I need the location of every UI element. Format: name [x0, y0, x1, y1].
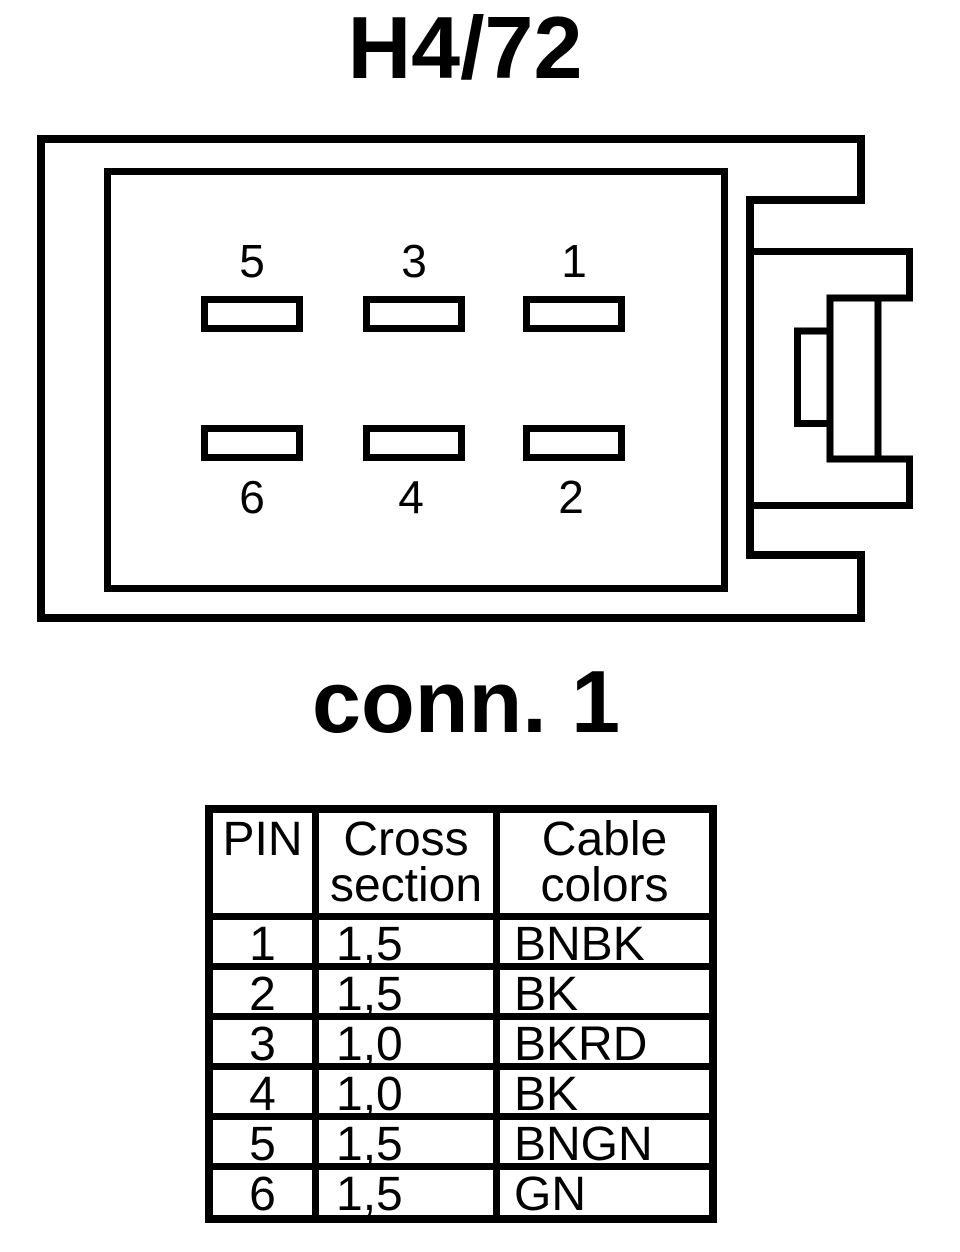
table-row-6-cable-color: GN: [514, 1168, 586, 1221]
table-row-4-cross-section: 1,0: [319, 1070, 500, 1120]
connector-body-outline: [37, 135, 865, 622]
pin-label-3: 3: [401, 235, 427, 287]
table-row-3-cross-section: 1,0: [319, 1020, 500, 1070]
table-row-6-pin: 6: [213, 1170, 319, 1219]
table-row-4-pin: 4: [213, 1070, 319, 1120]
pin-slot-6: [201, 425, 303, 461]
pin-slot-1: [523, 296, 625, 332]
diagram-title: H4/72: [347, 0, 583, 97]
table-row-5-cable-color: BNGN: [500, 1120, 709, 1170]
pin-slot-4: [363, 425, 465, 461]
connector-caption: conn. 1: [312, 652, 621, 751]
pin-label-6: 6: [239, 471, 265, 523]
latch-inner-tab: [794, 327, 830, 427]
column-header-cable-colors: Cable colors: [500, 813, 709, 920]
connector-inner-face: [104, 168, 728, 592]
pin-label-2: 2: [558, 471, 584, 523]
table-row-5-cross-section: 1,5: [319, 1120, 500, 1170]
table-row-5-pin: 5: [213, 1120, 319, 1170]
latch-outline: [750, 248, 913, 509]
pinout-table: PIN Cross section Cable colors 1 1,5 BNB…: [205, 805, 717, 1223]
table-row-1-pin: 1: [213, 920, 319, 970]
pin-slot-2: [523, 425, 625, 461]
pin-slot-5: [201, 296, 303, 332]
pin-slot-3: [363, 296, 465, 332]
table-row-1-cable-color: BNBK: [500, 920, 709, 970]
table-row-3-cable-color: BKRD: [500, 1020, 709, 1070]
pin-label-1: 1: [561, 235, 587, 287]
table-row-1-cross-section: 1,5: [319, 920, 500, 970]
connector-drawing: [37, 135, 913, 622]
table-row-2-cable-color: BK: [500, 970, 709, 1020]
table-row-2-cross-section: 1,5: [319, 970, 500, 1020]
column-header-pin: PIN: [213, 813, 319, 920]
pin-label-4: 4: [398, 471, 424, 523]
column-header-cross-section: Cross section: [319, 813, 500, 920]
table-row-2-pin: 2: [213, 970, 319, 1020]
pin-label-5: 5: [239, 235, 265, 287]
table-row-3-pin: 3: [213, 1020, 319, 1070]
table-row-6-cross-section: 1,5: [319, 1170, 500, 1219]
table-row-4-cable-color: BK: [500, 1070, 709, 1120]
